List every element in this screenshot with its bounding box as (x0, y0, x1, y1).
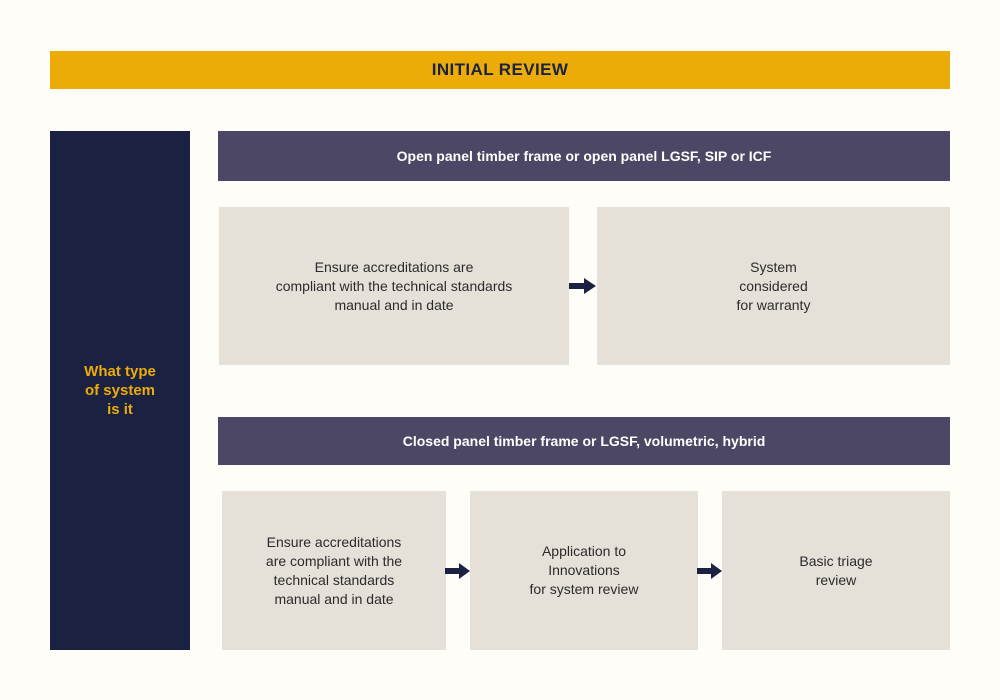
section-header-label: Open panel timber frame or open panel LG… (396, 148, 772, 164)
section-header-label: Closed panel timber frame or LGSF, volum… (402, 433, 766, 449)
step-box-accreditations-open: Ensure accreditations are compliant with… (219, 207, 569, 365)
page-title: INITIAL REVIEW (431, 60, 569, 79)
arrow-right-icon (568, 207, 598, 365)
arrow-right-icon (445, 491, 471, 650)
step-label: System considered for warranty (736, 258, 811, 313)
step-label: Ensure accreditations are compliant with… (275, 258, 513, 313)
step-box-accreditations-closed: Ensure accreditations are compliant with… (222, 491, 446, 650)
arrow-right-icon (697, 491, 723, 650)
initial-review-banner: INITIAL REVIEW (50, 51, 950, 89)
question-sidebar: What type of system is it (50, 131, 190, 650)
step-label: Basic triage review (799, 552, 873, 588)
section-header-open-panel: Open panel timber frame or open panel LG… (218, 131, 950, 181)
step-box-system-considered: System considered for warranty (597, 207, 950, 365)
step-box-basic-triage: Basic triage review (722, 491, 950, 650)
step-label: Ensure accreditations are compliant with… (265, 533, 403, 607)
step-label: Application to Innovations for system re… (529, 543, 639, 597)
step-box-application-innovations: Application to Innovations for system re… (470, 491, 698, 650)
section-header-closed-panel: Closed panel timber frame or LGSF, volum… (218, 417, 950, 465)
sidebar-question-label: What type of system is it (84, 363, 156, 418)
